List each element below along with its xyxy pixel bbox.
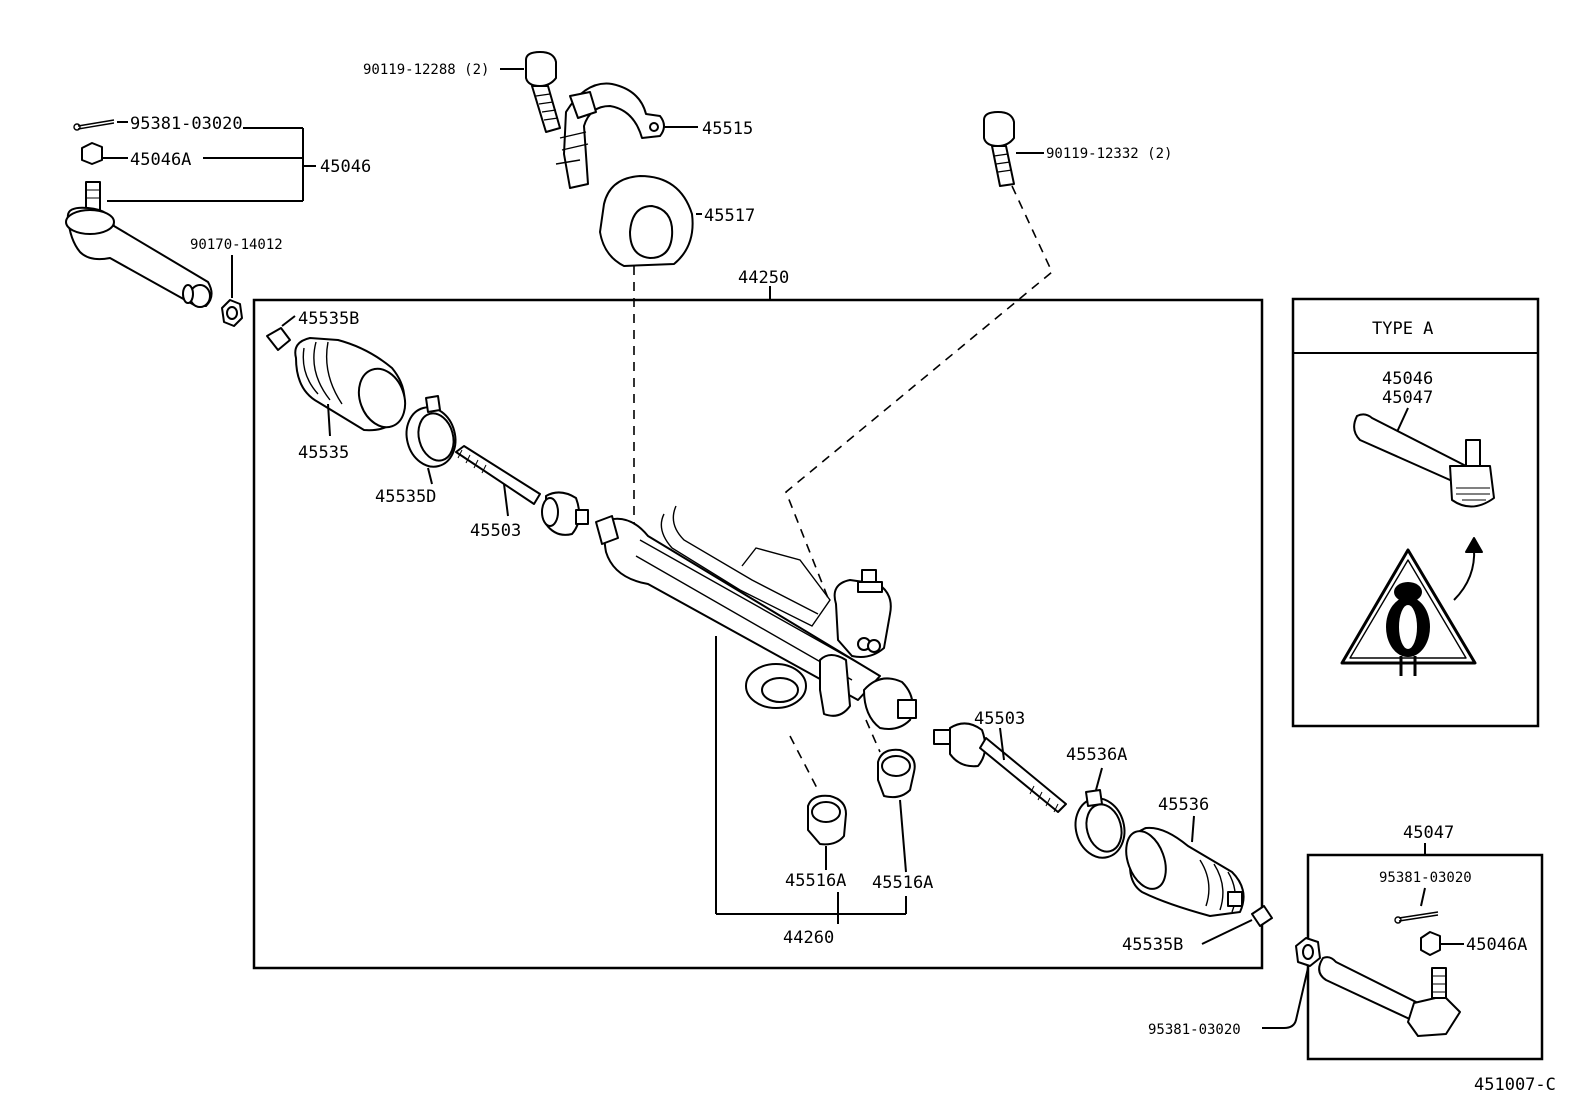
label-44250[interactable]: 44250 [738, 268, 789, 288]
castle-nut-45046a-top [81, 142, 103, 165]
bolt-90119-12288: 90119-12288 (2) [363, 51, 561, 133]
boot-right-45536: 45536 [1125, 795, 1245, 917]
label-90170-14012[interactable]: 90170-14012 [190, 237, 283, 253]
label-45516a-2[interactable]: 45516A [872, 873, 933, 893]
label-45517[interactable]: 45517 [704, 206, 755, 226]
label-90119-12332[interactable]: 90119-12332 (2) [1046, 146, 1172, 162]
label-45515[interactable]: 45515 [702, 119, 753, 139]
bracket-45515: 45515 [555, 82, 753, 189]
label-45503-right[interactable]: 45503 [974, 709, 1025, 729]
tie-rod-left-45503: 45503 [455, 445, 589, 541]
guide-dashed-3 [789, 735, 819, 791]
label-45536a[interactable]: 45536A [1066, 745, 1127, 765]
leader-44260: 44260 [715, 636, 907, 948]
tie-rod-end-45046-group: 95381-03020 45046A 45046 90170-14012 [65, 114, 371, 327]
label-95381-03020-top[interactable]: 95381-03020 [130, 114, 243, 134]
tie-rod-end-type-a [1353, 413, 1467, 481]
label-45046-type-a[interactable]: 45046 [1382, 369, 1433, 389]
boot-left-45535: 45535B 45535 [266, 309, 407, 463]
type-a-panel: TYPE A 45046 45047 [1291, 297, 1540, 728]
guide-dashed-4 [865, 719, 881, 753]
label-45047-type-a[interactable]: 45047 [1382, 388, 1433, 408]
bolt-90119-12332: 90119-12332 (2) [983, 111, 1172, 187]
nut-bottom-95381-03020: 95381-03020 [1148, 937, 1321, 1038]
label-45535b-top[interactable]: 45535B [298, 309, 359, 329]
label-45516a-1[interactable]: 45516A [785, 871, 846, 891]
clamp-45536a: 45536A [1066, 745, 1127, 859]
label-45535b-bottom[interactable]: 45535B [1122, 935, 1183, 955]
bushing-45516a-1: 45516A [785, 794, 847, 891]
tie-rod-end-45047-panel: 45047 95381-03020 45046A [1306, 823, 1544, 1061]
rack-housing-44250 [595, 505, 917, 730]
diagram-code: 451007-C [1474, 1075, 1556, 1095]
label-45503-left[interactable]: 45503 [470, 521, 521, 541]
rack-assembly-frame [252, 298, 1264, 970]
grommet-45517: 45517 [599, 175, 755, 267]
castle-nut-45046a-inset [1420, 931, 1441, 956]
cotter-pin-inset [1398, 911, 1439, 922]
label-95381-03020-bottom[interactable]: 95381-03020 [1148, 1022, 1241, 1038]
label-95381-03020-inset[interactable]: 95381-03020 [1379, 870, 1472, 886]
label-45047[interactable]: 45047 [1403, 823, 1454, 843]
label-45046-top[interactable]: 45046 [320, 157, 371, 177]
label-45536[interactable]: 45536 [1158, 795, 1209, 815]
clamp-45535b-bottom: 45535B [1122, 905, 1273, 955]
label-44260[interactable]: 44260 [783, 928, 834, 948]
clamp-45535d: 45535D [375, 395, 457, 507]
label-45046a-top[interactable]: 45046A [130, 150, 191, 170]
guide-dashed-2 [785, 185, 1053, 599]
tie-rod-right-45503: 45503 [933, 709, 1067, 813]
label-90119-12288[interactable]: 90119-12288 (2) [363, 62, 489, 78]
label-45535[interactable]: 45535 [298, 443, 349, 463]
cotter-pin-top-left [77, 119, 115, 130]
label-45046a-inset[interactable]: 45046A [1466, 935, 1527, 955]
label-45535d[interactable]: 45535D [375, 487, 436, 507]
type-a-title: TYPE A [1372, 319, 1433, 339]
bushing-45516a-2: 45516A [872, 748, 933, 893]
